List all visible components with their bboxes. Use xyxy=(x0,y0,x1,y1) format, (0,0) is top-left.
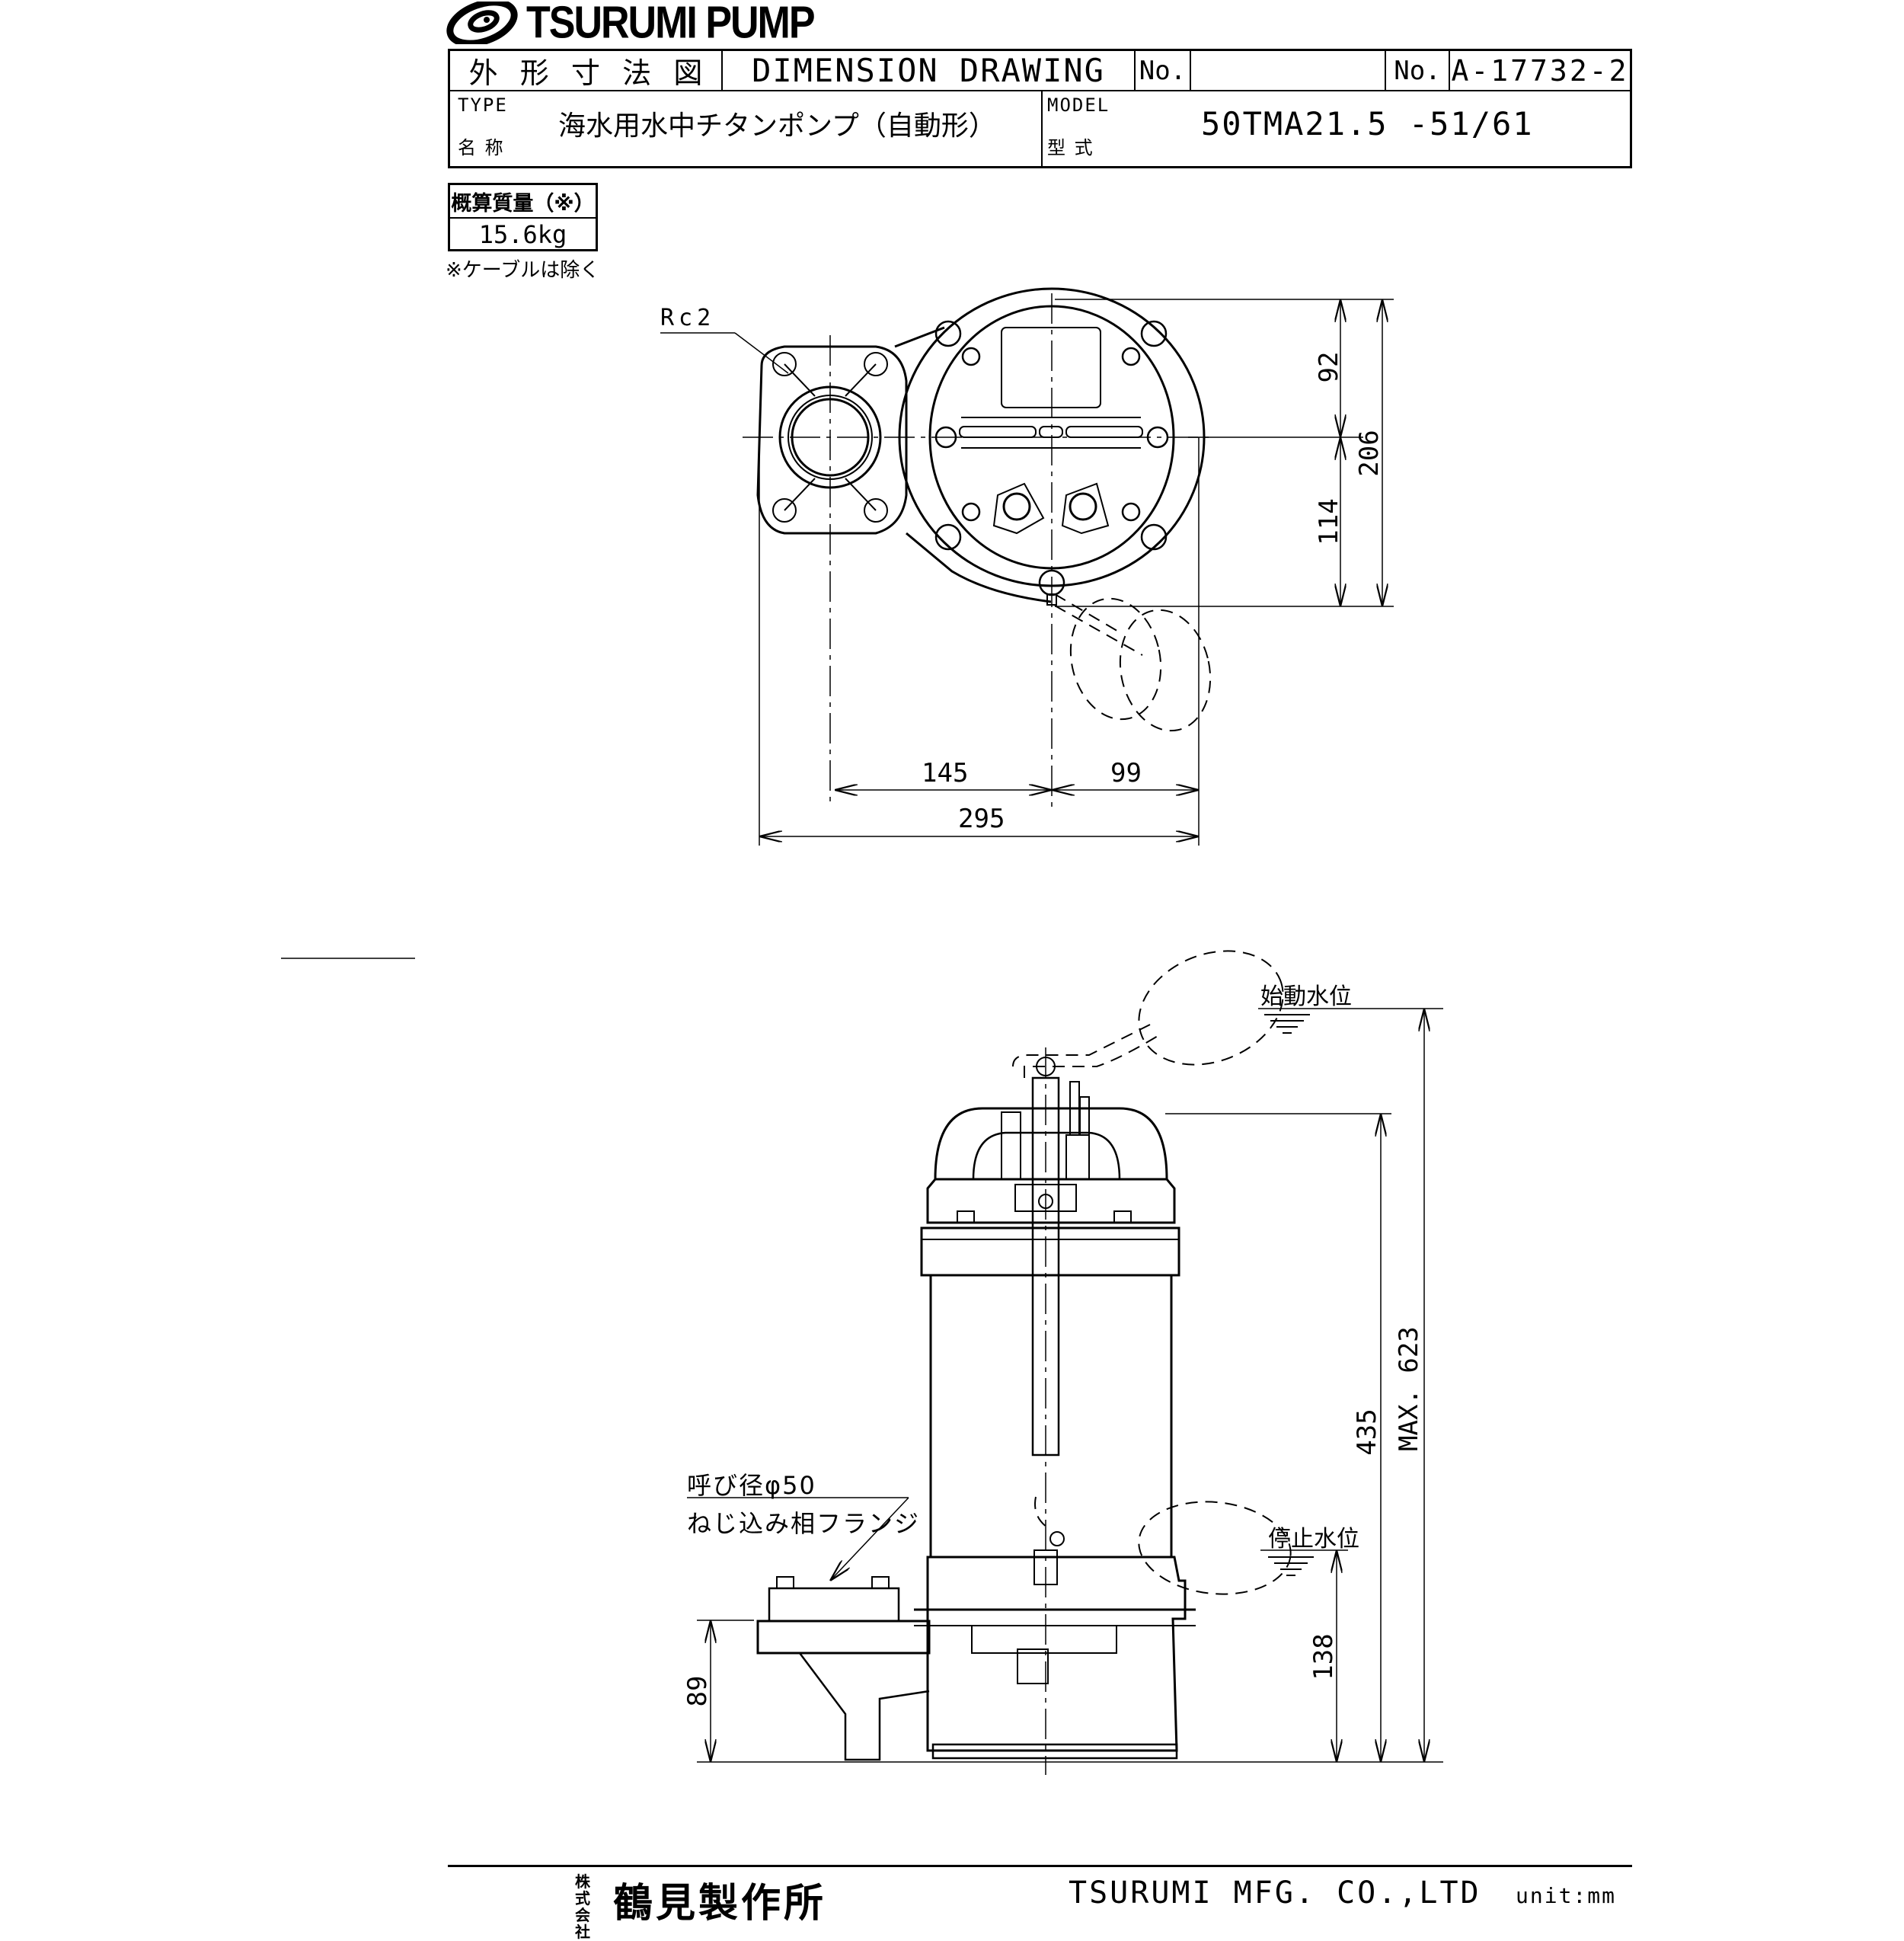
no-label-1: No. xyxy=(1136,51,1191,90)
dim-145: 145 xyxy=(922,758,969,788)
brand-name: TSURUMI PUMP xyxy=(526,0,816,49)
dim-206: 206 xyxy=(1354,430,1385,477)
company-jp: 鶴見製作所 xyxy=(613,1880,827,1927)
model-label-jp: 型 式 xyxy=(1047,137,1094,158)
dim-89: 89 xyxy=(682,1675,713,1707)
company-name-jp: 株式会社 鶴見製作所 xyxy=(575,1871,826,1940)
no-value-1 xyxy=(1191,51,1386,90)
name-label: 名 称 xyxy=(458,137,505,158)
type-model-row: TYPE 名 称 海水用水中チタンポンプ（自動形） MODEL 型 式 50TM… xyxy=(450,90,1630,166)
weight-value: 15.6kg xyxy=(478,220,567,249)
model-label: MODEL xyxy=(1047,94,1110,116)
dim-92: 92 xyxy=(1314,351,1344,383)
drawing-number: A-17732-2 xyxy=(1451,53,1629,88)
dim-295: 295 xyxy=(958,804,1005,834)
front-view xyxy=(756,950,1292,1775)
model-cell: MODEL 型 式 50TMA21.5 -51/61 xyxy=(1043,90,1630,166)
product-name: 海水用水中チタンポンプ（自動形） xyxy=(558,110,996,142)
rc2-label: Rc2 xyxy=(660,305,716,331)
title-jp-char: 図 xyxy=(673,56,703,90)
tsurumi-swirl-icon xyxy=(446,2,518,44)
brand-logo: TSURUMI PUMP xyxy=(446,0,816,48)
front-view-dimensions xyxy=(687,1008,1443,1763)
top-view-dimensions xyxy=(759,299,1394,846)
weight-note: ※ケーブルは除く xyxy=(446,259,600,282)
type-cell: TYPE 名 称 海水用水中チタンポンプ（自動形） xyxy=(450,90,1043,166)
dim-99: 99 xyxy=(1110,758,1142,788)
dim-114: 114 xyxy=(1314,498,1344,545)
unit-label: unit:mm xyxy=(1516,1883,1617,1908)
title-jp-char: 外 xyxy=(468,56,498,90)
dim-435: 435 xyxy=(1352,1409,1382,1456)
start-level-label: 始動水位 xyxy=(1260,983,1352,1010)
footer-divider xyxy=(448,1865,1632,1867)
title-jp-char: 法 xyxy=(622,56,652,90)
dim-max-623: MAX. 623 xyxy=(1394,1326,1424,1451)
title-jp: 外 形 寸 法 図 xyxy=(450,51,723,90)
flange-label-size: 呼び径φ50 xyxy=(687,1471,816,1500)
title-jp-char: 寸 xyxy=(570,56,600,90)
company-name-en: TSURUMI MFG. CO.,LTD xyxy=(1069,1875,1481,1911)
top-view xyxy=(743,287,1212,807)
weight-box: 概算質量（※） 15.6kg xyxy=(448,183,598,251)
stop-level-label: 停止水位 xyxy=(1268,1526,1359,1552)
no-label-2: No. xyxy=(1386,51,1450,90)
title-block: 外 形 寸 法 図 DIMENSION DRAWING No. No. A-17… xyxy=(448,49,1632,168)
title-en: DIMENSION DRAWING xyxy=(723,51,1136,90)
flange-label-type: ねじ込み相フランジ xyxy=(687,1509,921,1538)
weight-label: 概算質量（※） xyxy=(450,185,596,219)
dim-138: 138 xyxy=(1308,1633,1339,1680)
title-jp-char: 形 xyxy=(519,56,549,90)
title-row: 外 形 寸 法 図 DIMENSION DRAWING No. No. A-17… xyxy=(450,51,1630,91)
model-value: 50TMA21.5 -51/61 xyxy=(1201,105,1534,142)
rc2-leader xyxy=(660,332,789,374)
type-label: TYPE xyxy=(458,94,508,116)
company-type-jp: 株式会社 xyxy=(575,1872,593,1941)
